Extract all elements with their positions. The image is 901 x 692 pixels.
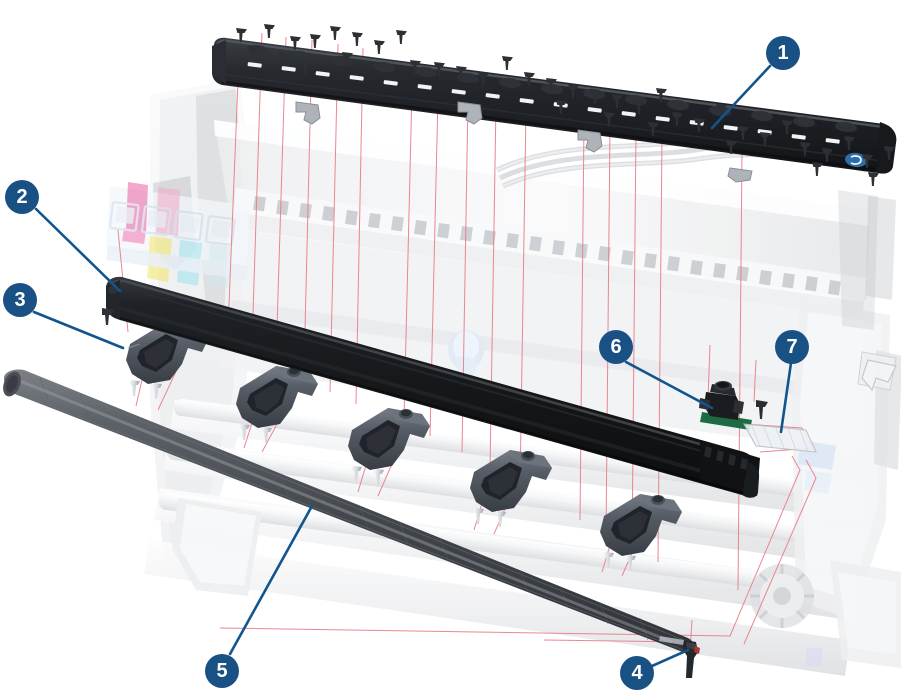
part-7-shim-plate	[743, 423, 817, 453]
brand-logo-icon	[845, 152, 867, 168]
ink-cartridge-bay	[106, 182, 250, 288]
leader-6	[624, 360, 714, 410]
part-1-upper-cover-bar	[212, 24, 897, 186]
part-6-line-sensor	[699, 381, 768, 430]
cover-bar-clips	[295, 101, 753, 183]
cover-bar-screws	[236, 24, 895, 186]
callout-badge-3[interactable]: 3	[3, 283, 37, 317]
callout-badge-7[interactable]: 7	[775, 330, 809, 364]
leader-4	[650, 648, 690, 668]
callout-badge-1[interactable]: 1	[766, 36, 800, 70]
leader-2	[34, 207, 122, 293]
leader-5	[228, 504, 314, 656]
callout-badge-6[interactable]: 6	[599, 330, 633, 364]
callout-badge-2[interactable]: 2	[5, 180, 39, 214]
leader-7	[779, 361, 793, 434]
callout-badge-5[interactable]: 5	[205, 654, 239, 688]
leader-1	[710, 64, 772, 130]
leader-3	[32, 310, 125, 350]
callout-badge-4[interactable]: 4	[620, 656, 654, 690]
part-2-platen-beam	[102, 276, 760, 498]
callout-leader-lines	[32, 64, 793, 668]
